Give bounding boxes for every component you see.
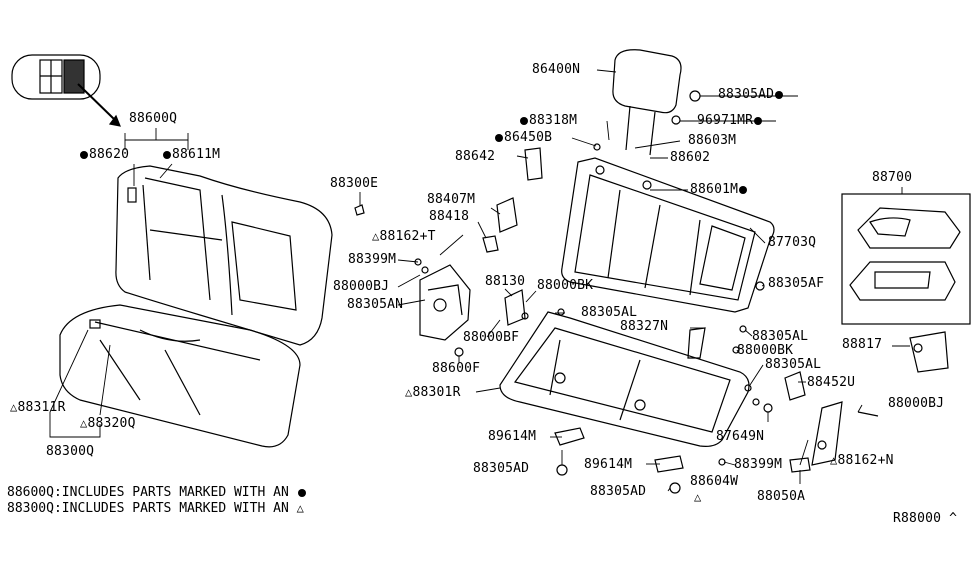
- vehicle-locator-icon: [11, 54, 121, 127]
- part-label-88452U: 88452U: [807, 375, 856, 390]
- filled-dot-marker: [495, 133, 503, 142]
- note-line-1: 88600Q:INCLUDES PARTS MARKED WITH AN: [7, 485, 307, 500]
- part-label-88300Q: 88300Q: [46, 444, 95, 459]
- part-label-86450B-text: 86450B: [504, 130, 553, 145]
- part-label-86450B: 86450B: [494, 131, 552, 145]
- part-label-88311R-text: 88311R: [17, 400, 66, 415]
- filled-dot-marker: [754, 116, 763, 125]
- part-label-88300E: 88300E: [330, 176, 379, 191]
- part-label-88601M: 88601M: [690, 183, 748, 197]
- leader-lines: [49, 69, 910, 492]
- part-label-88305AN: 88305AN: [347, 297, 404, 312]
- part-label-89614M-b: 89614M: [584, 457, 633, 472]
- part-label-88700: 88700: [872, 170, 913, 185]
- part-label-88318M: 88318M: [519, 114, 577, 128]
- part-label-87703Q: 87703Q: [768, 235, 817, 250]
- filled-dot-marker: [520, 116, 528, 125]
- part-label-88603M: 88603M: [688, 133, 737, 148]
- seat-cushion-assembly: [59, 304, 301, 448]
- part-label-88327N: 88327N: [620, 319, 669, 334]
- part-label-88320Q: △88320Q: [80, 416, 136, 431]
- note-2-part: 88300Q: [7, 501, 54, 516]
- part-label-88407M: 88407M: [427, 192, 476, 207]
- part-label-88162N: △88162+N: [830, 453, 894, 468]
- part-label-88817: 88817: [842, 337, 883, 352]
- console-box: [841, 193, 971, 325]
- filled-dot-marker: [297, 488, 306, 497]
- bracket-88817: [909, 331, 949, 373]
- part-label-88642: 88642: [455, 149, 496, 164]
- part-label-88000BK-a: 88000BK: [537, 278, 594, 293]
- part-label-88418: 88418: [429, 209, 470, 224]
- triangle-marker: △: [372, 229, 380, 243]
- hinge-parts: [718, 371, 879, 473]
- part-label-88601M-text: 88601M: [690, 182, 739, 197]
- part-label-88600Q: 88600Q: [129, 111, 178, 126]
- part-label-88305AD-b: 88305AD: [473, 461, 530, 476]
- part-label-88000BJ-a: 88000BJ: [333, 279, 390, 294]
- headrest: [612, 49, 682, 156]
- part-label-88000BF: 88000BF: [463, 330, 520, 345]
- part-label-88311R: △88311R: [10, 400, 66, 415]
- part-label-86400N: 86400N: [532, 62, 581, 77]
- part-label-88000BJ-b: 88000BJ: [888, 396, 945, 411]
- triangle-marker: △: [830, 453, 838, 467]
- part-label-88399M-a: 88399M: [348, 252, 397, 267]
- part-label-87649N: 87649N: [716, 429, 765, 444]
- part-label-88050A: 88050A: [757, 489, 806, 504]
- part-label-88399M-b: 88399M: [734, 457, 783, 472]
- part-label-88162T: △88162+T: [372, 229, 436, 244]
- part-label-88305AL-a: 88305AL: [581, 305, 638, 320]
- triangle-marker: △: [405, 385, 413, 399]
- part-label-88604W: 88604W: [690, 474, 739, 489]
- part-label-88620: 88620: [79, 148, 129, 162]
- part-label-88611M: 88611M: [162, 148, 220, 162]
- part-label-96971MR-text: 96971MR: [697, 113, 754, 128]
- note-1-separator: :: [53, 485, 62, 500]
- triangle-marker-88604W: △: [694, 490, 702, 504]
- part-label-88305AD-a: 88305AD: [718, 88, 784, 102]
- triangle-marker: △: [296, 501, 304, 515]
- filled-dot-marker: [163, 150, 171, 159]
- part-label-89614M-a: 89614M: [488, 429, 537, 444]
- part-label-88620-text: 88620: [89, 147, 130, 162]
- part-label-88162T-text: 88162+T: [379, 229, 436, 244]
- note-1-part: 88600Q: [7, 485, 54, 500]
- seat-cushion-frame: [499, 311, 750, 447]
- filled-dot-marker: [80, 150, 88, 159]
- note-line-2: 88300Q:INCLUDES PARTS MARKED WITH AN △: [7, 501, 304, 516]
- filled-dot-marker: [739, 185, 748, 194]
- part-label-88318M-text: 88318M: [529, 113, 578, 128]
- latch-parts: [354, 147, 543, 357]
- fasteners: [414, 90, 765, 494]
- part-label-88305AL-c: 88305AL: [765, 357, 822, 372]
- part-label-88305AL-b: 88305AL: [752, 329, 809, 344]
- seat-back-frame: [561, 157, 775, 313]
- part-label-88130: 88130: [485, 274, 526, 289]
- part-label-88301R: △88301R: [405, 385, 461, 400]
- note-2-separator: :: [53, 501, 62, 516]
- part-label-88301R-text: 88301R: [412, 385, 461, 400]
- triangle-marker: △: [80, 416, 88, 430]
- part-label-88600F: 88600F: [432, 361, 481, 376]
- note-1-text: INCLUDES PARTS MARKED WITH AN: [61, 485, 289, 500]
- part-label-88320Q-text: 88320Q: [87, 416, 136, 431]
- part-label-88162N-text: 88162+N: [837, 453, 894, 468]
- part-label-88000BK-b: 88000BK: [737, 343, 794, 358]
- filled-dot-marker: [775, 90, 784, 99]
- part-label-96971MR: 96971MR: [697, 114, 763, 128]
- part-label-88611M-text: 88611M: [172, 147, 221, 162]
- triangle-marker: △: [10, 400, 18, 414]
- seat-back-assembly: [115, 165, 333, 346]
- part-label-88305AF: 88305AF: [768, 276, 825, 291]
- part-label-88602: 88602: [670, 150, 711, 165]
- part-label-88305AD-a-text: 88305AD: [718, 87, 775, 102]
- part-label-88305AD-c: 88305AD: [590, 484, 647, 499]
- reference-code: R88000 ^: [893, 511, 958, 526]
- note-2-text: INCLUDES PARTS MARKED WITH AN: [61, 501, 289, 516]
